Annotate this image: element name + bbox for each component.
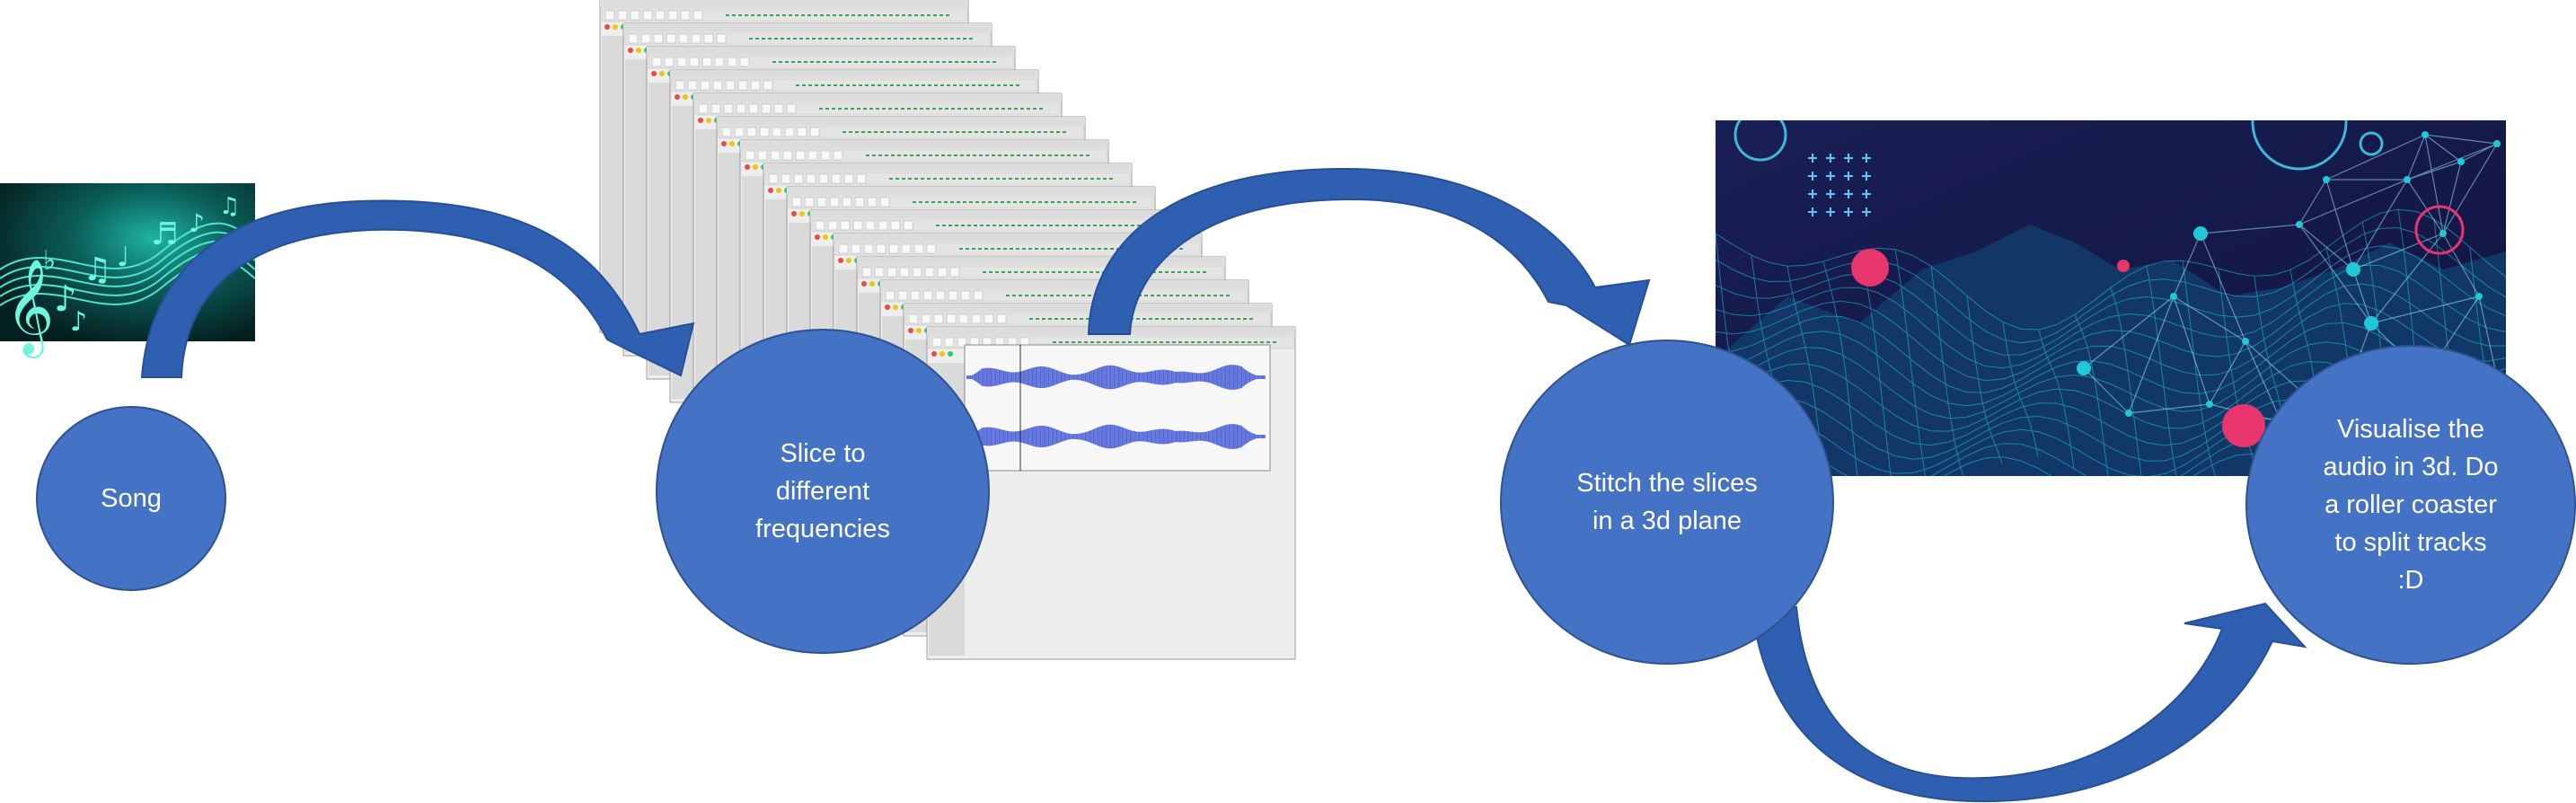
svg-text:♩: ♩ — [117, 242, 129, 273]
svg-text:♪: ♪ — [70, 306, 87, 338]
svg-text:𝄞: 𝄞 — [5, 258, 54, 358]
arrow-slice-to-stitch — [1087, 167, 1651, 347]
svg-text:♭: ♭ — [43, 245, 56, 277]
node-slice-label: Slice to different frequencies — [755, 439, 890, 543]
svg-text:♪: ♪ — [189, 208, 205, 238]
node-visualise-label: Visualise the audio in 3d. Do a roller c… — [2323, 415, 2499, 595]
node-song-label: Song — [101, 484, 162, 513]
node-stitch: Stitch the slices in a 3d plane — [1500, 340, 1834, 665]
svg-text:♬: ♬ — [151, 216, 178, 252]
node-song: Song — [36, 406, 226, 591]
arrow-stitch-to-visualise — [1750, 602, 2307, 803]
audacity-windows-stack-image — [599, 0, 1296, 660]
node-visualise: Visualise the audio in 3d. Do a roller c… — [2245, 345, 2576, 665]
svg-text:♫: ♫ — [219, 193, 240, 220]
arrow-song-to-slice — [140, 199, 695, 378]
node-slice: Slice to different frequencies — [656, 329, 990, 654]
svg-text:♫: ♫ — [83, 251, 111, 288]
node-stitch-label: Stitch the slices in a 3d plane — [1576, 469, 1758, 535]
svg-text:♪: ♪ — [54, 278, 77, 320]
